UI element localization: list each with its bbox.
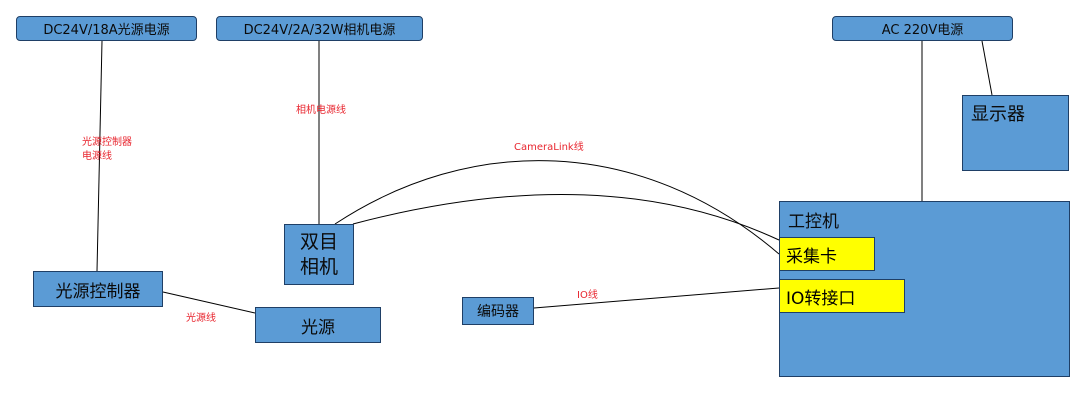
stereo-camera-label-line2: 相机 <box>299 256 338 278</box>
ac-monitor-wire <box>981 40 993 96</box>
light-power-wire <box>96 40 103 272</box>
stereo-camera-label-line1: 双目 <box>299 231 338 253</box>
light-controller-power-label: 光源控制器 电源线 <box>82 136 132 164</box>
light-controller-power-label-line1: 光源控制器 <box>82 137 132 148</box>
ac-power-supply: AC 220V电源 <box>832 16 1013 41</box>
monitor: 显示器 <box>962 95 1069 171</box>
stereo-camera: 双目 相机 <box>284 224 354 285</box>
light-controller: 光源控制器 <box>33 271 163 307</box>
camera-power-label: 相机电源线 <box>296 105 346 116</box>
light-power-supply: DC24V/18A光源电源 <box>16 16 197 41</box>
light-controller-power-label-line2: 电源线 <box>82 151 112 162</box>
io-wire <box>533 287 780 309</box>
io-adapter: IO转接口 <box>779 279 905 313</box>
light-source: 光源 <box>255 307 381 343</box>
encoder: 编码器 <box>462 297 534 325</box>
light-line-label: 光源线 <box>186 313 216 324</box>
camera-power-supply: DC24V/2A/32W相机电源 <box>216 16 423 41</box>
cameralink-cable-2 <box>352 193 780 241</box>
cameralink-cable-1 <box>334 160 780 255</box>
io-line-label: IO线 <box>577 290 598 301</box>
cameralink-label: CameraLink线 <box>514 142 584 153</box>
industrial-pc-label: 工控机 <box>788 212 839 232</box>
light-wire <box>162 291 256 314</box>
capture-card: 采集卡 <box>779 237 875 271</box>
